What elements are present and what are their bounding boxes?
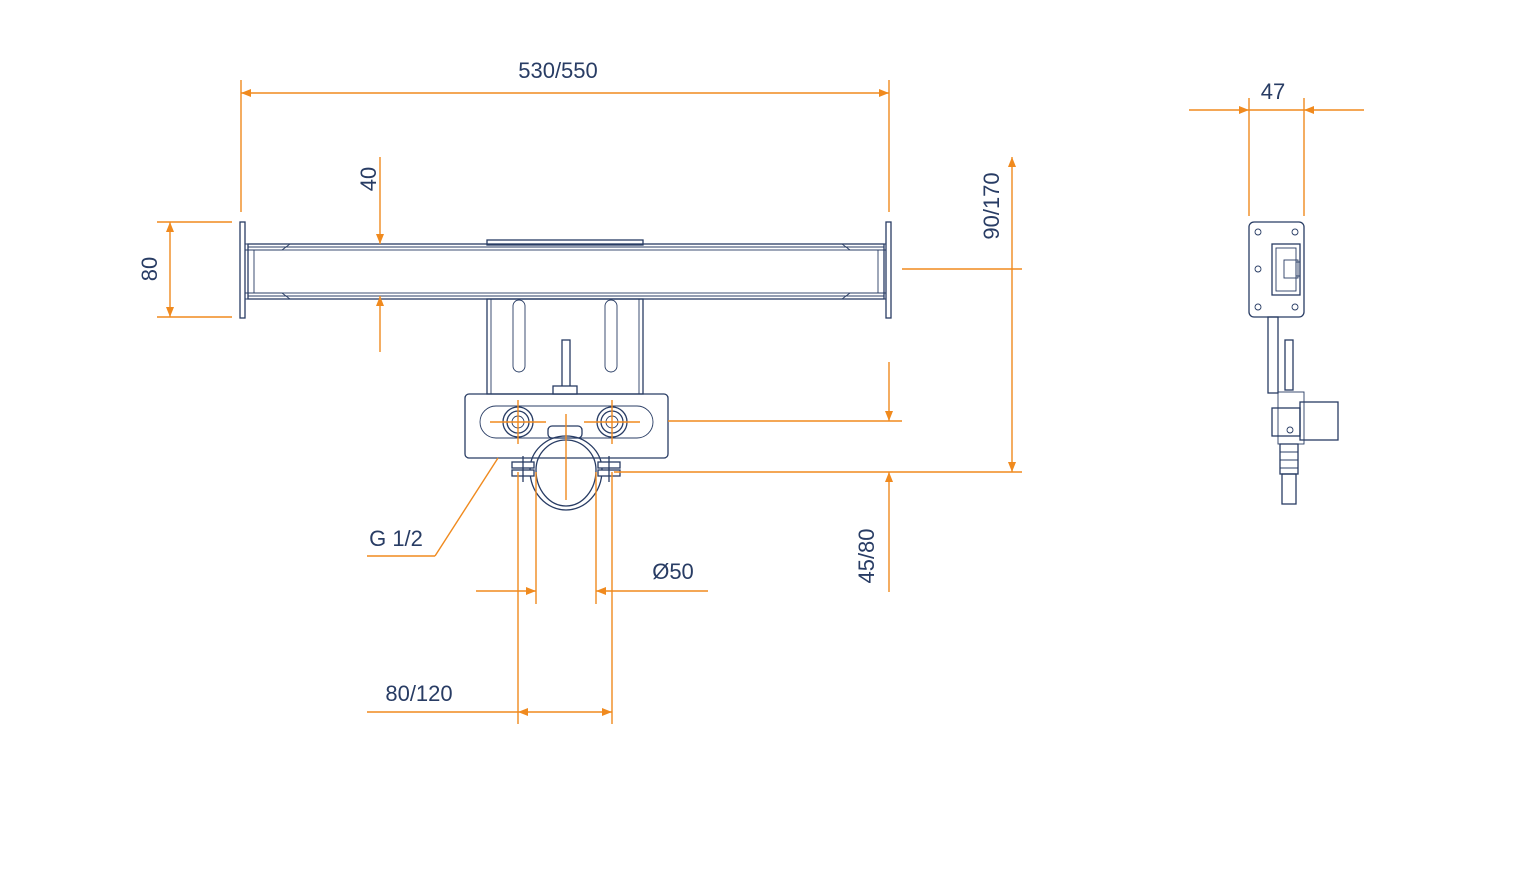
label-top-offset: 40 [356,167,381,191]
pipe-spacing-dimension [367,472,613,724]
label-side-depth: 47 [1261,79,1285,104]
width-dimension [240,80,890,212]
rail-beam [239,221,892,319]
label-pipe-diameter: Ø50 [652,559,694,584]
adjustment-bracket [486,298,644,395]
dimension-lines [157,80,1364,724]
beam-height-dimension [157,221,232,318]
label-pipe-spacing: 80/120 [385,681,452,706]
side-view [1248,221,1339,505]
label-clamp-drop: 45/80 [854,528,879,583]
clamp-drop-dimension [614,362,902,592]
thread-leader [367,457,499,557]
dimension-labels: 530/550 40 80 90/170 45/80 G 1/2 Ø50 80/… [137,58,1285,706]
connector-centerlines [490,400,640,500]
label-bracket-drop: 90/170 [979,172,1004,239]
bracket-drop-dimension [902,157,1022,473]
label-width: 530/550 [518,58,598,83]
label-beam-height: 80 [137,257,162,281]
pipe-diameter-dimension [476,472,708,604]
label-thread: G 1/2 [369,526,423,551]
side-depth-dimension [1189,98,1364,216]
